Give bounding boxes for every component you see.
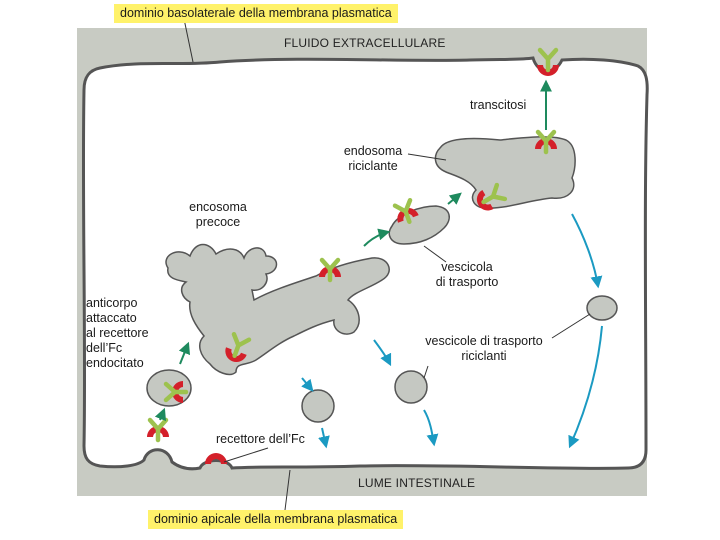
basolateral-domain-label: dominio basolaterale della membrana plas… [114, 4, 398, 23]
arrow-green-4 [447, 192, 462, 205]
recycling-vesicles-label: vescicole di trasporto riciclanti [414, 334, 554, 364]
recycling-endosome-line-2: riciclante [348, 159, 398, 173]
antibody-line-4: dell’Fc [86, 341, 123, 355]
arrow-blue-5 [571, 213, 603, 289]
early-endosome-label: encosoma precoce [180, 200, 256, 230]
antibody-line-5: endocitato [86, 356, 144, 370]
vesicle-small-1 [301, 389, 335, 423]
recycling-vesicles-line-2: riciclanti [461, 349, 507, 363]
vesicle-small-2 [394, 370, 428, 404]
recycling-vesicles-line-1: vescicole di trasporto [425, 334, 543, 348]
transport-vesicle-line-2: di trasporto [435, 275, 499, 289]
antibody-line-3: al recettore [86, 326, 149, 340]
recycling-endosome-label: endosoma riciclante [338, 144, 408, 174]
antibody-line-1: anticorpo [86, 296, 138, 310]
transport-vesicle-label: vescicola di trasporto [422, 260, 512, 290]
early-endosome-line-1: encosoma [189, 200, 247, 214]
apical-domain-label: dominio apicale della membrana plasmatic… [148, 510, 404, 529]
transcytosis-label: transcitosi [470, 98, 527, 112]
recycling-endosome [434, 136, 576, 209]
vesicle-small-3 [586, 295, 618, 321]
arrow-green-2 [178, 341, 191, 365]
extracellular-fluid-label: FLUIDO EXTRACELLULARE [284, 36, 446, 50]
early-endosome-line-2: precoce [195, 215, 241, 229]
arrow-blue-3 [373, 339, 392, 367]
transport-vesicle-line-1: vescicola [441, 260, 493, 274]
arrow-green-1 [154, 407, 167, 422]
antibody-label: anticorpo attaccato al recettore dell’Fc… [86, 296, 149, 371]
recycling-endosome-line-1: endosoma [343, 144, 403, 158]
arrow-blue-6 [568, 325, 603, 449]
fc-receptor-label: recettore dell’Fc [216, 432, 305, 446]
arrow-green-3 [363, 228, 391, 247]
arrow-blue-4 [423, 409, 439, 447]
early-endosome [165, 243, 390, 376]
antibody-line-2: attaccato [86, 311, 137, 325]
intestinal-lumen-label: LUME INTESTINALE [358, 476, 476, 490]
arrow-blue-1 [301, 377, 314, 392]
arrow-blue-2 [318, 427, 330, 449]
